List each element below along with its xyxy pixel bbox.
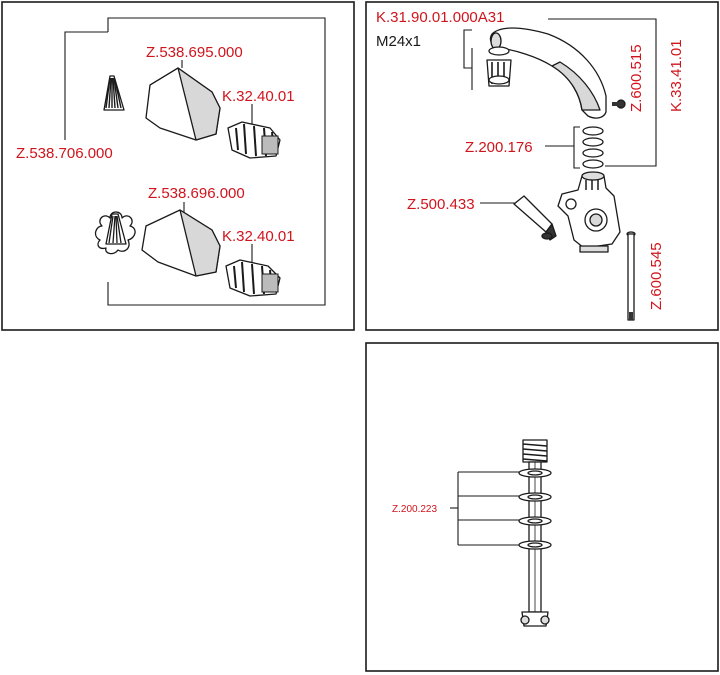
label-cartridge-cold: K.32.40.01 xyxy=(222,228,295,245)
aerator-bracket xyxy=(463,29,472,69)
label-spout-kit: K.33.41.01 xyxy=(668,39,685,112)
aerator xyxy=(486,46,512,87)
label-cartridge-hot: K.32.40.01 xyxy=(222,88,295,105)
label-cap: Z.538.706.000 xyxy=(16,145,113,162)
lift-rod-lever xyxy=(513,195,557,241)
label-handle-cold: Z.538.696.000 xyxy=(148,185,245,202)
panel-shank: Z.200.223 xyxy=(365,342,719,672)
label-washers: Z.200.223 xyxy=(392,504,437,515)
panel-shank-frame xyxy=(365,342,719,672)
handle-cold xyxy=(141,209,221,277)
threaded-shank xyxy=(520,439,550,627)
cap-leader xyxy=(64,31,108,140)
lift-rod xyxy=(626,231,636,321)
handle-hot xyxy=(145,67,221,141)
panel-handles-frame xyxy=(1,1,355,331)
o-rings xyxy=(582,126,604,169)
panel-spout-frame xyxy=(365,1,719,331)
label-o-rings: Z.200.176 xyxy=(465,139,533,156)
label-spout: K.31.90.01.000A31 xyxy=(376,9,504,26)
cartridge-cold xyxy=(225,259,281,297)
spout-kit-bracket xyxy=(548,18,657,167)
label-rod: Z.600.545 xyxy=(648,242,665,310)
washers xyxy=(518,468,552,550)
o-ring-bracket xyxy=(573,126,580,169)
label-thread: M24x1 xyxy=(376,33,421,50)
spout xyxy=(489,27,607,119)
panel-handles: Z.538.706.000 Z.538.695.000 K.32.40.01 Z… xyxy=(1,1,355,331)
panel-spout: K.31.90.01.000A31 M24x1 Z.600.515 K.33.4… xyxy=(365,1,719,331)
label-lever: Z.500.433 xyxy=(407,196,475,213)
washer-leaders xyxy=(450,471,519,546)
indicator-cap-hot xyxy=(103,75,125,111)
label-screw: Z.600.515 xyxy=(628,44,645,112)
faucet-body xyxy=(557,171,621,253)
indicator-cap-cold xyxy=(94,211,136,255)
group-bracket xyxy=(107,17,326,306)
label-handle-hot: Z.538.695.000 xyxy=(146,44,243,61)
spout-screw xyxy=(612,99,626,109)
cartridge-hot xyxy=(227,121,281,159)
